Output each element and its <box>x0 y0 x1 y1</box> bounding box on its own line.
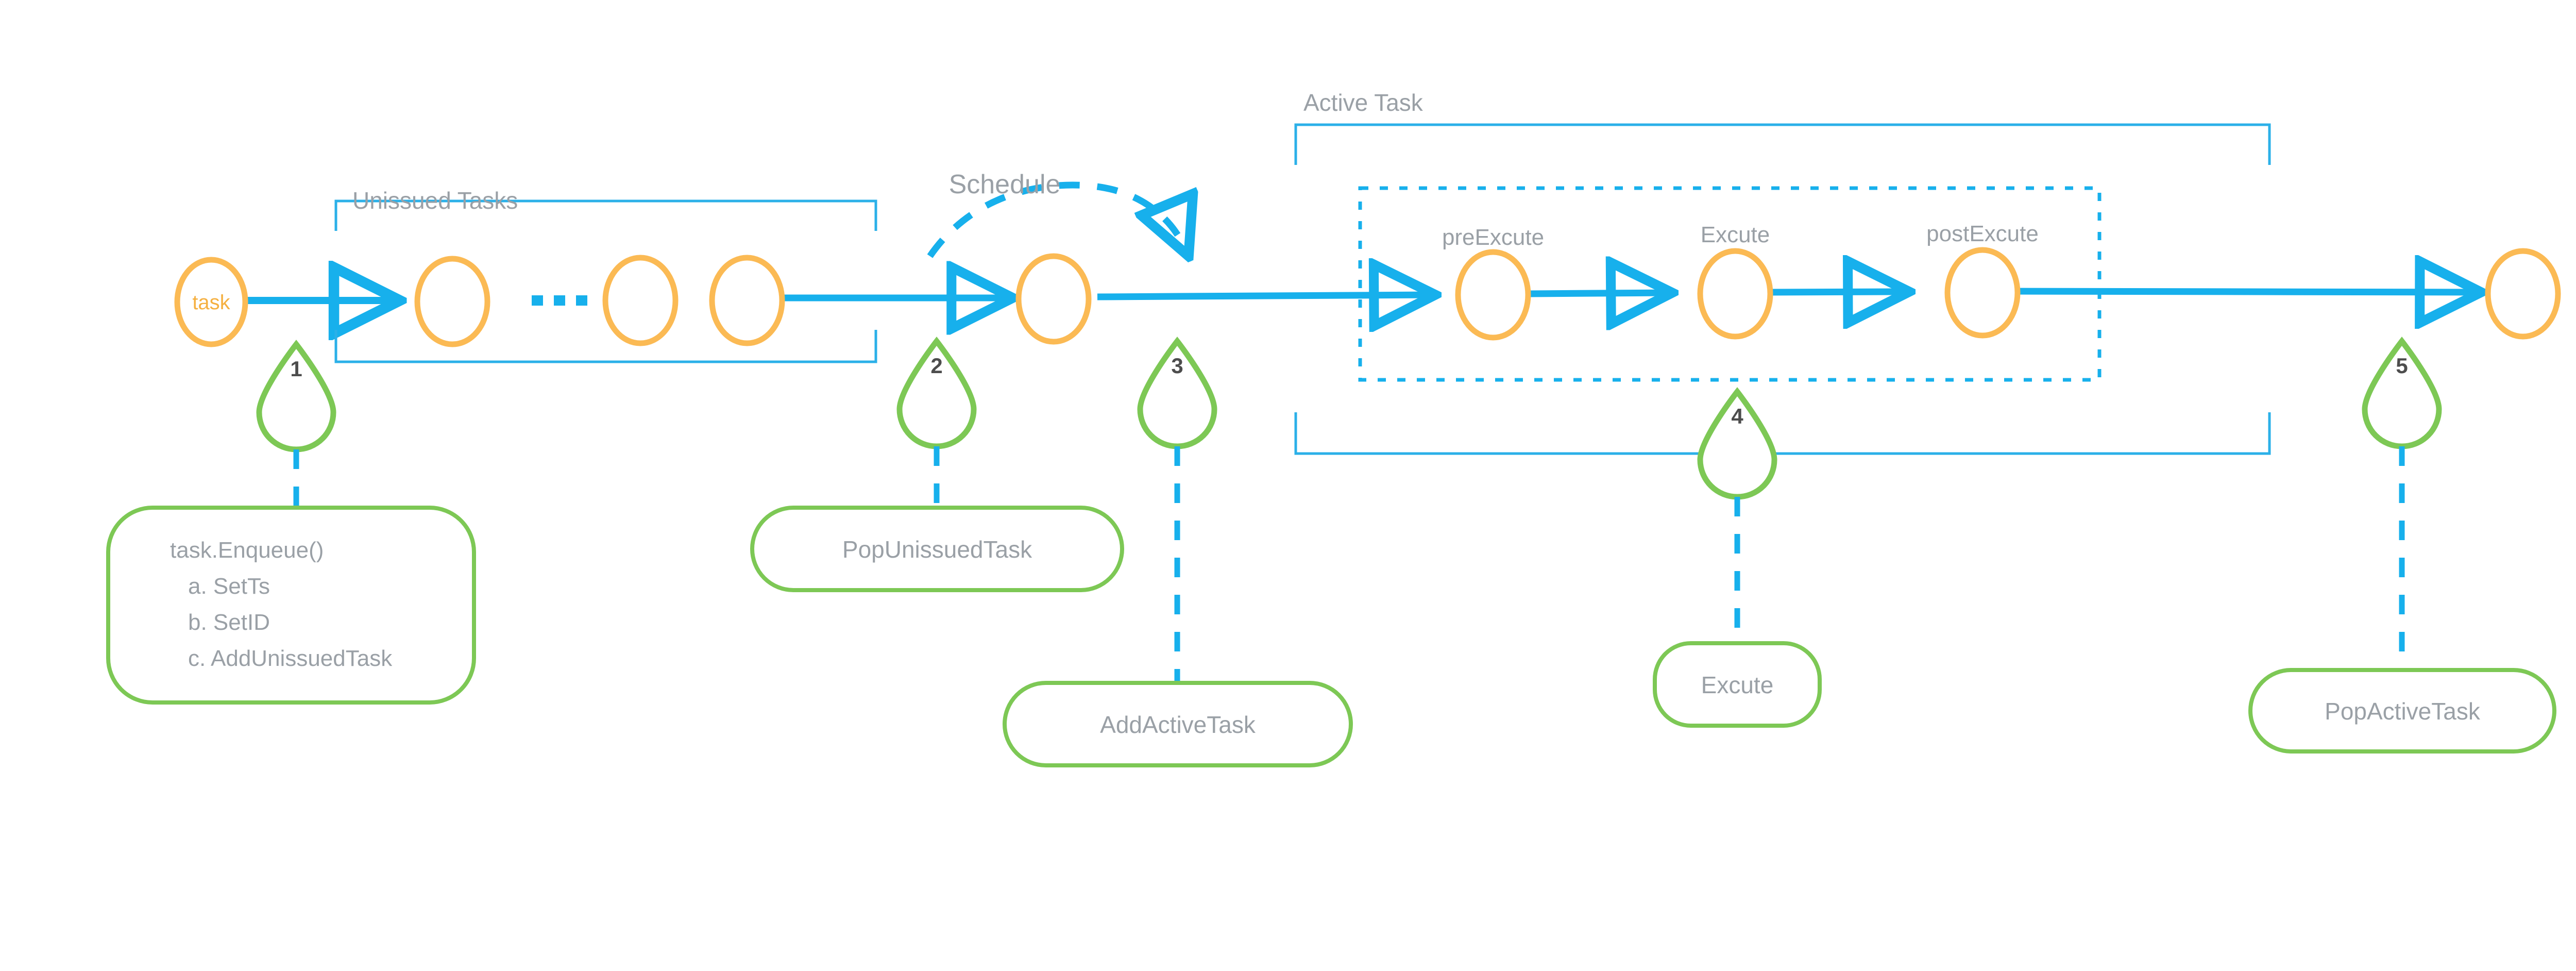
node-pre-excute[interactable] <box>1455 249 1531 341</box>
callout-pop-active-task-label: PopActiveTask <box>2325 698 2481 725</box>
main-flow-line <box>247 291 2478 300</box>
node-queued-2[interactable] <box>602 255 679 346</box>
node-task[interactable]: task <box>174 257 248 347</box>
marker-pin-5[interactable]: 5 <box>2362 337 2442 449</box>
excute-stage-dotted-box <box>1358 186 2102 382</box>
node-excute[interactable] <box>1697 248 1773 340</box>
node-queued-1[interactable] <box>414 256 490 347</box>
unissued-tasks-label: Unissued Tasks <box>352 187 518 214</box>
node-post-excute[interactable] <box>1944 247 2021 339</box>
callout-task-enqueue-line-1: a. SetTs <box>188 574 270 599</box>
callout-task-enqueue-line-3: c. AddUnissuedTask <box>188 646 393 671</box>
marker-pin-1[interactable]: 1 <box>256 340 336 453</box>
marker-pin-2-number: 2 <box>930 354 942 378</box>
callout-excute[interactable]: Excute <box>1653 641 1822 728</box>
node-task-label: task <box>192 291 230 314</box>
stage-label-pre-excute: preExcute <box>1442 225 1544 250</box>
callout-add-active-task-label: AddActiveTask <box>1100 711 1256 738</box>
queue-ellipsis <box>532 295 587 306</box>
callout-task-enqueue[interactable]: task.Enqueue() a. SetTs b. SetID c. AddU… <box>106 506 476 705</box>
marker-pin-3-number: 3 <box>1171 354 1183 378</box>
callout-excute-label: Excute <box>1701 672 1774 698</box>
active-task-label: Active Task <box>1303 89 1423 116</box>
schedule-arrow <box>927 181 1188 256</box>
callout-pop-unissued-task-label: PopUnissuedTask <box>842 536 1032 563</box>
callout-task-enqueue-line-0: task.Enqueue() <box>170 538 324 563</box>
marker-pin-5-number: 5 <box>2396 354 2408 378</box>
marker-pin-2[interactable]: 2 <box>896 337 977 449</box>
marker-pin-3[interactable]: 3 <box>1137 337 1217 449</box>
marker-pin-1-number: 1 <box>290 357 302 381</box>
stage-label-post-excute: postExcute <box>1926 221 2039 246</box>
marker-pin-4[interactable]: 4 <box>1697 387 1777 500</box>
node-queued-3[interactable] <box>709 255 785 346</box>
marker-pin-4-number: 4 <box>1731 404 1743 428</box>
callout-task-enqueue-line-2: b. SetID <box>188 610 270 635</box>
stage-label-excute: Excute <box>1701 222 1770 247</box>
schedule-label: Schedule <box>949 170 1061 199</box>
callout-add-active-task[interactable]: AddActiveTask <box>1003 681 1353 767</box>
active-task-bracket <box>1294 123 2271 455</box>
node-done[interactable] <box>2485 248 2561 340</box>
callout-pop-active-task[interactable]: PopActiveTask <box>2248 668 2556 754</box>
node-scheduled[interactable] <box>1015 253 1092 345</box>
callout-pop-unissued-task[interactable]: PopUnissuedTask <box>750 506 1124 592</box>
unissued-tasks-bracket <box>334 199 877 363</box>
